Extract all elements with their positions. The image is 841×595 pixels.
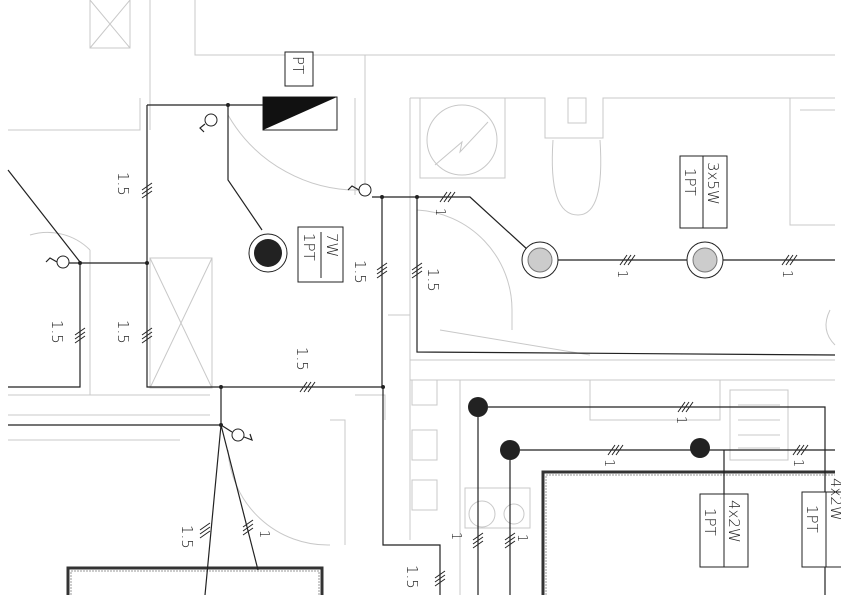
spot-lamp-icon — [500, 440, 520, 460]
ceiling-lamp-7w-icon — [248, 233, 288, 273]
fixture-circuit: 1PT — [681, 168, 699, 196]
wire-size-label: 1 — [256, 530, 271, 538]
fixture-circuit: 1PT — [300, 233, 318, 261]
switch-icon — [231, 428, 253, 442]
fixture-power: 4x2W — [827, 478, 841, 521]
fixture-circuit: 1PT — [803, 505, 821, 533]
wire-size-label: 1.5 — [114, 320, 132, 344]
wire-size-label: 1 — [601, 459, 616, 467]
panel-label-box: PT — [284, 51, 314, 87]
wire-size-label: 1.5 — [424, 268, 442, 292]
wire-size-label: 1 — [673, 416, 688, 424]
wire-size-label: 1.5 — [403, 565, 421, 589]
fixture-power: 7W — [323, 233, 341, 257]
fixture-label-4x2w: 4x2W 1PT — [699, 493, 749, 568]
walls — [66, 470, 835, 595]
switch-icon — [347, 183, 372, 197]
fixture-circuit: 1PT — [701, 508, 719, 536]
wire-size-label: 1.5 — [178, 525, 196, 549]
ceiling-lamp-icon — [686, 241, 724, 279]
fixture-power: 4x2W — [725, 500, 743, 543]
wire-ticks — [74, 182, 809, 587]
spot-lamp-icon — [690, 438, 710, 458]
spot-lamp-icon — [468, 397, 488, 417]
fixture-label-3x5w: 3x5W 1PT — [679, 155, 728, 229]
fixture-label-7w: 7W 1PT — [297, 226, 344, 283]
panel-label: PT — [289, 56, 307, 74]
ceiling-lamp-icon — [521, 241, 559, 279]
wire-size-label: 1 — [448, 532, 463, 540]
distribution-panel-icon — [262, 96, 338, 131]
architecture-lines — [8, 0, 836, 595]
wiring — [7, 103, 836, 595]
wire-size-label: 1 — [614, 270, 629, 278]
wire-size-label: 1.5 — [114, 172, 132, 196]
fixture-power: 3x5W — [704, 162, 722, 205]
switch-icon — [199, 113, 218, 133]
wire-size-label: 1.5 — [293, 347, 311, 371]
wire-size-labels: 1.5 1.5 1.5 1.5 1.5 1.5 1.5 1.5 1 1 1 1 … — [48, 172, 805, 589]
fixture-label-4x2w: 4x2W 1PT — [801, 478, 841, 568]
wire-size-label: 1.5 — [48, 320, 66, 344]
wire-size-label: 1 — [514, 534, 529, 542]
switch-icon — [45, 255, 70, 269]
wire-size-label: 1 — [432, 208, 447, 216]
wire-size-label: 1.5 — [351, 260, 369, 284]
wire-size-label: 1 — [790, 459, 805, 467]
wire-size-label: 1 — [779, 270, 794, 278]
